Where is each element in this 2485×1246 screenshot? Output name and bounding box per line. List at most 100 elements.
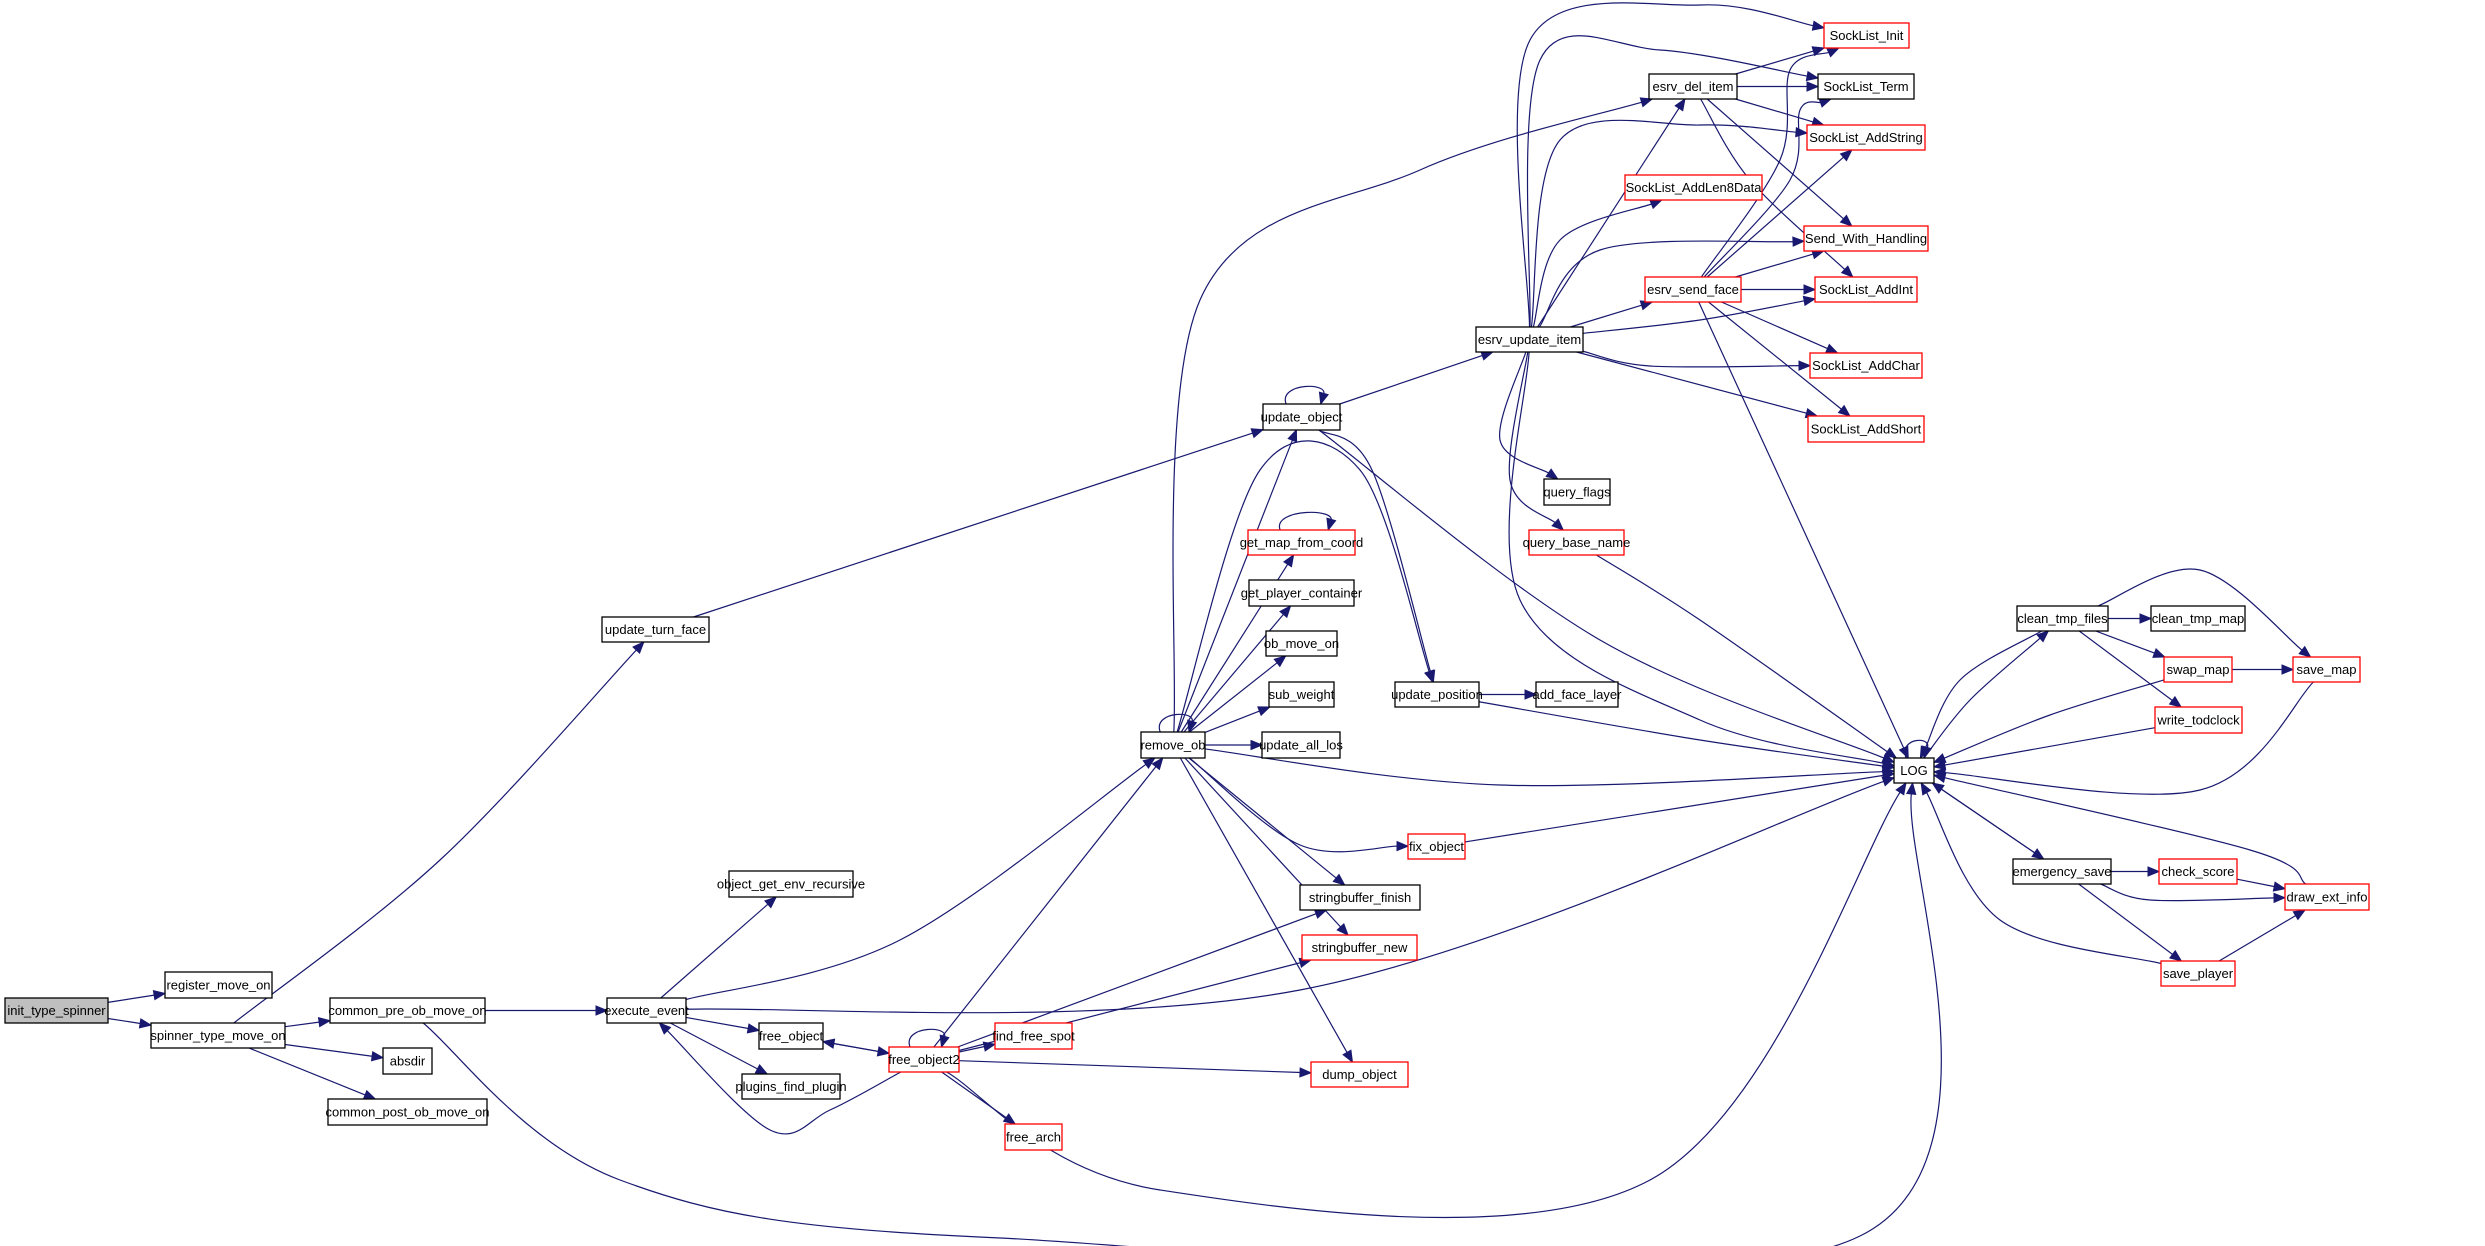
node-box[interactable] <box>1803 225 1929 252</box>
node-box[interactable] <box>601 616 710 643</box>
node-execute_event[interactable]: execute_event <box>604 997 689 1024</box>
node-box[interactable] <box>1261 731 1341 759</box>
node-box[interactable] <box>1807 415 1925 443</box>
node-emergency_save[interactable]: emergency_save <box>2012 858 2112 885</box>
node-box[interactable] <box>741 1073 841 1100</box>
node-object_get_env_recursive[interactable]: object_get_env_recursive <box>717 870 865 898</box>
node-SockList_Term[interactable]: SockList_Term <box>1817 73 1915 100</box>
node-box[interactable] <box>2284 883 2370 911</box>
node-LOG[interactable]: LOG <box>1893 757 1935 784</box>
node-sub_weight[interactable]: sub_weight <box>1268 681 1335 708</box>
node-box[interactable] <box>606 997 687 1024</box>
node-SockList_AddChar[interactable]: SockList_AddChar <box>1809 352 1923 379</box>
node-SockList_AddInt[interactable]: SockList_AddInt <box>1814 276 1918 303</box>
node-box[interactable] <box>2012 858 2112 885</box>
node-box[interactable] <box>1248 579 1355 607</box>
node-box[interactable] <box>1301 934 1418 961</box>
node-box[interactable] <box>327 1098 488 1126</box>
node-esrv_update_item[interactable]: esrv_update_item <box>1475 326 1584 353</box>
node-box[interactable] <box>1310 1061 1409 1088</box>
node-box[interactable] <box>1817 73 1915 100</box>
node-box[interactable] <box>1624 174 1763 201</box>
node-clean_tmp_files[interactable]: clean_tmp_files <box>2016 605 2109 632</box>
node-box[interactable] <box>1268 681 1335 708</box>
node-stringbuffer_finish[interactable]: stringbuffer_finish <box>1299 884 1421 911</box>
node-register_move_on[interactable]: register_move_on <box>164 971 273 999</box>
node-box[interactable] <box>150 1022 286 1049</box>
node-box[interactable] <box>1648 73 1738 100</box>
node-box[interactable] <box>2158 858 2238 885</box>
node-box[interactable] <box>1893 757 1935 784</box>
node-update_position[interactable]: update_position <box>1391 681 1483 708</box>
node-box[interactable] <box>1823 22 1910 49</box>
node-esrv_send_face[interactable]: esrv_send_face <box>1644 276 1742 303</box>
node-get_player_container[interactable]: get_player_container <box>1241 579 1363 607</box>
node-draw_ext_info[interactable]: draw_ext_info <box>2284 883 2370 911</box>
node-free_object2[interactable]: free_object2 <box>888 1046 960 1073</box>
node-plugins_find_plugin[interactable]: plugins_find_plugin <box>735 1073 847 1100</box>
node-esrv_del_item[interactable]: esrv_del_item <box>1648 73 1738 100</box>
node-box[interactable] <box>2154 706 2243 734</box>
node-SockList_Init[interactable]: SockList_Init <box>1823 22 1910 49</box>
node-swap_map[interactable]: swap_map <box>2163 656 2233 683</box>
node-box[interactable] <box>994 1022 1073 1050</box>
node-absdir[interactable]: absdir <box>382 1047 433 1075</box>
node-box[interactable] <box>1806 124 1926 151</box>
node-box[interactable] <box>1814 276 1918 303</box>
node-box[interactable] <box>1644 276 1742 303</box>
node-save_map[interactable]: save_map <box>2292 656 2361 683</box>
node-Send_With_Handling[interactable]: Send_With_Handling <box>1803 225 1929 252</box>
node-clean_tmp_map[interactable]: clean_tmp_map <box>2150 605 2246 632</box>
node-common_pre_ob_move_on[interactable]: common_pre_ob_move_on <box>328 997 487 1024</box>
node-update_turn_face[interactable]: update_turn_face <box>601 616 710 643</box>
node-dump_object[interactable]: dump_object <box>1310 1061 1409 1088</box>
node-stringbuffer_new[interactable]: stringbuffer_new <box>1301 934 1418 961</box>
node-query_flags[interactable]: query_flags <box>1543 478 1611 506</box>
node-SockList_AddShort[interactable]: SockList_AddShort <box>1807 415 1925 443</box>
node-box[interactable] <box>888 1046 960 1073</box>
node-write_todclock[interactable]: write_todclock <box>2154 706 2243 734</box>
node-get_map_from_coord[interactable]: get_map_from_coord <box>1240 529 1364 556</box>
node-box[interactable] <box>1475 326 1584 353</box>
node-box[interactable] <box>1543 478 1611 506</box>
node-box[interactable] <box>758 1022 824 1050</box>
node-SockList_AddString[interactable]: SockList_AddString <box>1806 124 1926 151</box>
node-box[interactable] <box>1528 529 1625 556</box>
node-box[interactable] <box>1140 731 1206 759</box>
node-common_post_ob_move_on[interactable]: common_post_ob_move_on <box>325 1098 490 1126</box>
node-init_type_spinner[interactable]: init_type_spinner <box>4 997 109 1024</box>
node-ob_move_on[interactable]: ob_move_on <box>1264 630 1339 657</box>
node-box[interactable] <box>2292 656 2361 683</box>
node-box[interactable] <box>2016 605 2109 632</box>
node-box[interactable] <box>382 1047 433 1075</box>
node-find_free_spot[interactable]: find_free_spot <box>992 1022 1075 1050</box>
node-box[interactable] <box>2150 605 2246 632</box>
node-remove_ob[interactable]: remove_ob <box>1140 731 1206 759</box>
node-free_object[interactable]: free_object <box>758 1022 824 1050</box>
node-box[interactable] <box>164 971 273 999</box>
node-query_base_name[interactable]: query_base_name <box>1523 529 1631 556</box>
node-update_object[interactable]: update_object <box>1261 403 1343 431</box>
node-box[interactable] <box>1004 1123 1063 1151</box>
node-box[interactable] <box>1299 884 1421 911</box>
node-save_player[interactable]: save_player <box>2160 960 2236 987</box>
node-add_face_layer[interactable]: add_face_layer <box>1533 681 1623 708</box>
node-box[interactable] <box>1809 352 1923 379</box>
node-update_all_los[interactable]: update_all_los <box>1259 731 1343 759</box>
node-fix_object[interactable]: fix_object <box>1407 833 1466 860</box>
node-box[interactable] <box>1247 529 1356 556</box>
node-box[interactable] <box>1394 681 1480 708</box>
node-box[interactable] <box>2163 656 2233 683</box>
node-box[interactable] <box>329 997 486 1024</box>
node-SockList_AddLen8Data[interactable]: SockList_AddLen8Data <box>1624 174 1763 201</box>
node-spinner_type_move_on[interactable]: spinner_type_move_on <box>150 1022 286 1049</box>
node-box[interactable] <box>2160 960 2236 987</box>
node-box[interactable] <box>1265 630 1338 657</box>
node-box[interactable] <box>4 997 109 1024</box>
node-box[interactable] <box>728 870 854 898</box>
node-check_score[interactable]: check_score <box>2158 858 2238 885</box>
node-box[interactable] <box>1535 681 1619 708</box>
node-free_arch[interactable]: free_arch <box>1004 1123 1063 1151</box>
node-box[interactable] <box>1407 833 1466 860</box>
node-box[interactable] <box>1262 403 1341 431</box>
